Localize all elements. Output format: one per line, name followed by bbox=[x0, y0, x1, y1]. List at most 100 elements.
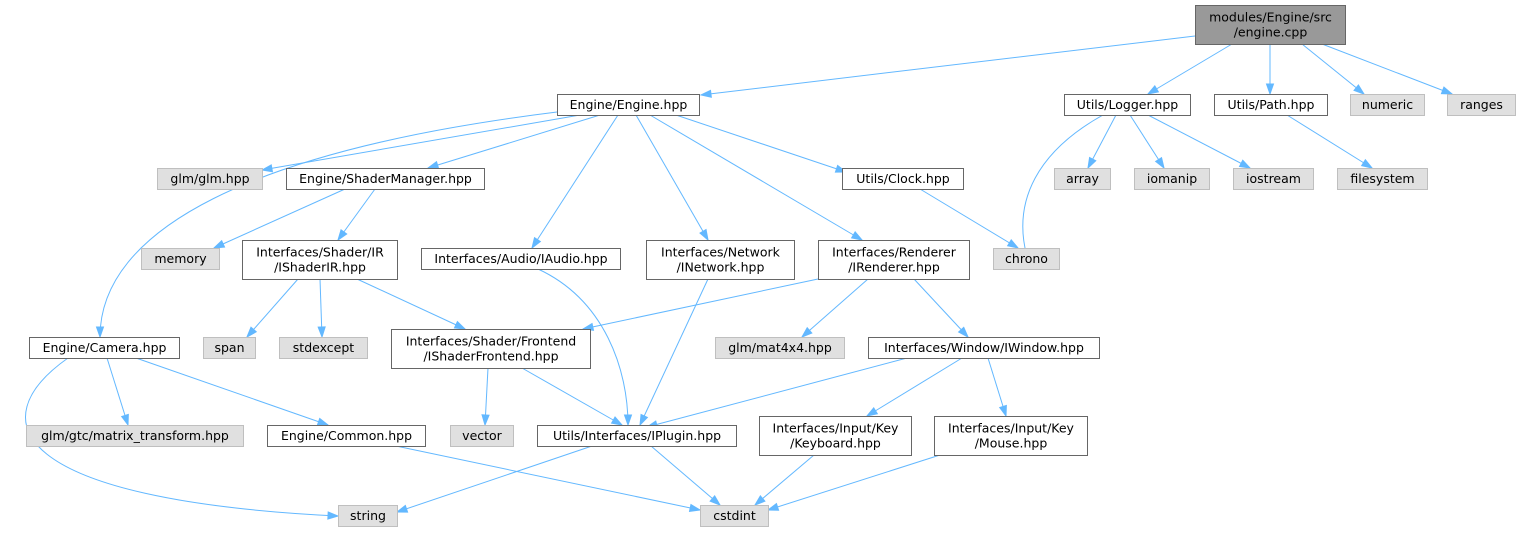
node-iwindow[interactable]: Interfaces/Window/IWindow.hpp bbox=[868, 337, 1100, 359]
edge-line bbox=[427, 114, 601, 169]
node-clock[interactable]: Utils/Clock.hpp bbox=[842, 168, 964, 190]
arrowhead-icon bbox=[623, 414, 633, 427]
node-irenderer[interactable]: Interfaces/Renderer/IRenderer.hpp bbox=[818, 240, 970, 280]
node-span[interactable]: span bbox=[203, 337, 256, 359]
node-cstdint[interactable]: cstdint bbox=[700, 505, 769, 527]
node-box bbox=[557, 94, 700, 116]
node-ranges[interactable]: ranges bbox=[1447, 94, 1516, 116]
node-box bbox=[868, 337, 1100, 359]
edge-line bbox=[356, 278, 466, 330]
edge-iwindow-to-keyboard bbox=[865, 357, 963, 417]
edge-line bbox=[246, 278, 299, 338]
node-box bbox=[29, 337, 180, 359]
node-label: /engine.cpp bbox=[1234, 25, 1308, 40]
edge-engine_hpp-to-shadermgr bbox=[426, 114, 601, 169]
arrowhead-icon bbox=[316, 417, 330, 426]
node-camera[interactable]: Engine/Camera.hpp bbox=[29, 337, 180, 359]
node-box bbox=[203, 337, 256, 359]
node-label: Interfaces/Input/Key bbox=[948, 421, 1075, 436]
edge-engine_hpp-to-camera bbox=[95, 111, 558, 339]
edge-shadermgr-to-memory bbox=[212, 188, 346, 249]
arrowhead-icon bbox=[1353, 84, 1366, 95]
edge-line bbox=[135, 357, 329, 426]
node-label: Utils/Path.hpp bbox=[1228, 97, 1315, 112]
node-string[interactable]: string bbox=[338, 505, 398, 527]
node-label: Interfaces/Input/Key bbox=[773, 421, 900, 436]
edge-mouse-to-cstdint bbox=[766, 454, 941, 511]
node-common[interactable]: Engine/Common.hpp bbox=[267, 425, 426, 447]
node-label: filesystem bbox=[1350, 171, 1414, 186]
edge-line bbox=[801, 278, 869, 338]
node-inetwork[interactable]: Interfaces/Network/INetwork.hpp bbox=[646, 240, 795, 280]
node-mouse[interactable]: Interfaces/Input/Key/Mouse.hpp bbox=[934, 416, 1088, 456]
edge-line bbox=[649, 114, 863, 241]
node-label: Interfaces/Window/IWindow.hpp bbox=[884, 340, 1084, 355]
node-iomanip[interactable]: iomanip bbox=[1134, 168, 1210, 190]
edge-line bbox=[635, 114, 709, 241]
node-box bbox=[338, 505, 398, 527]
edge-line bbox=[866, 357, 963, 417]
edge-ishaderir-to-stdexcept bbox=[317, 278, 326, 339]
node-label: string bbox=[350, 508, 386, 523]
node-box bbox=[391, 329, 591, 369]
node-iostream[interactable]: iostream bbox=[1233, 168, 1314, 190]
arrowhead-icon bbox=[753, 495, 766, 506]
node-path[interactable]: Utils/Path.hpp bbox=[1214, 94, 1328, 116]
node-box bbox=[421, 248, 621, 270]
node-array[interactable]: array bbox=[1054, 168, 1111, 190]
node-iaudio[interactable]: Interfaces/Audio/IAudio.hpp bbox=[421, 248, 621, 270]
node-ishaderir[interactable]: Interfaces/Shader/IR/IShaderIR.hpp bbox=[242, 240, 398, 280]
edge-engine_hpp-to-glm bbox=[260, 114, 581, 173]
edge-camera-to-common bbox=[135, 357, 330, 426]
node-matrix_transform[interactable]: glm/gtc/matrix_transform.hpp bbox=[26, 425, 244, 447]
node-root[interactable]: modules/Engine/src/engine.cpp bbox=[1195, 5, 1346, 45]
arrowhead-icon bbox=[1146, 85, 1160, 95]
node-mat4x4[interactable]: glm/mat4x4.hpp bbox=[715, 337, 845, 359]
node-logger[interactable]: Utils/Logger.hpp bbox=[1064, 94, 1191, 116]
node-shadermgr[interactable]: Engine/ShaderManager.hpp bbox=[286, 168, 485, 190]
edge-line bbox=[1286, 114, 1373, 169]
edge-line bbox=[99, 111, 558, 338]
node-filesystem[interactable]: filesystem bbox=[1337, 168, 1428, 190]
edge-line bbox=[767, 454, 941, 511]
node-label: /Mouse.hpp bbox=[975, 436, 1048, 451]
node-stdexcept[interactable]: stdexcept bbox=[279, 337, 368, 359]
node-box bbox=[141, 248, 220, 270]
arrowhead-icon bbox=[850, 231, 864, 241]
arrowhead-icon bbox=[1006, 238, 1020, 249]
edge-shadermgr-to-ishaderir bbox=[337, 188, 376, 242]
node-iplugin[interactable]: Utils/Interfaces/IPlugin.hpp bbox=[537, 425, 737, 447]
node-box bbox=[286, 168, 485, 190]
edge-line bbox=[395, 445, 701, 511]
node-label: span bbox=[214, 340, 244, 355]
node-label: iostream bbox=[1246, 171, 1301, 186]
node-engine_hpp[interactable]: Engine/Engine.hpp bbox=[557, 94, 700, 116]
arrowhead-icon bbox=[709, 494, 722, 506]
arrowhead-icon bbox=[1154, 156, 1165, 170]
node-memory[interactable]: memory bbox=[141, 248, 220, 270]
node-ishaderfrontend[interactable]: Interfaces/Shader/Frontend/IShaderFronte… bbox=[391, 329, 591, 369]
node-label: Utils/Interfaces/IPlugin.hpp bbox=[553, 428, 721, 443]
edge-path-to-filesystem bbox=[1286, 114, 1374, 169]
node-label: memory bbox=[154, 251, 207, 266]
node-box bbox=[537, 425, 737, 447]
node-label: chrono bbox=[1005, 251, 1048, 266]
node-glm[interactable]: glm/glm.hpp bbox=[157, 168, 263, 190]
node-keyboard[interactable]: Interfaces/Input/Key/Keyboard.hpp bbox=[759, 416, 912, 456]
edge-iplugin-to-string bbox=[395, 445, 593, 513]
arrowhead-icon bbox=[1360, 158, 1374, 169]
edge-root-to-numeric bbox=[1301, 43, 1366, 95]
node-numeric[interactable]: numeric bbox=[1350, 94, 1425, 116]
arrowhead-icon bbox=[395, 504, 409, 513]
arrowhead-icon bbox=[120, 413, 129, 427]
node-label: glm/gtc/matrix_transform.hpp bbox=[41, 428, 229, 443]
node-vector[interactable]: vector bbox=[450, 425, 514, 447]
node-label: Interfaces/Audio/IAudio.hpp bbox=[434, 251, 607, 266]
edge-iplugin-to-cstdint bbox=[650, 445, 722, 506]
edge-line bbox=[700, 35, 1196, 96]
arrowhead-icon bbox=[531, 236, 542, 250]
arrowhead-icon bbox=[260, 164, 274, 173]
node-chrono[interactable]: chrono bbox=[993, 248, 1060, 270]
arrowhead-icon bbox=[699, 228, 709, 242]
